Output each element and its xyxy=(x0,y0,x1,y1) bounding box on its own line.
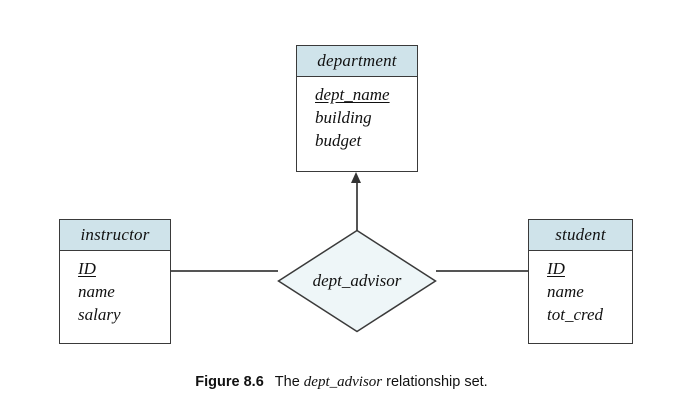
entity-box-instructor[interactable]: instructor ID name salary xyxy=(59,219,171,344)
entity-box-student[interactable]: student ID name tot_cred xyxy=(528,219,633,344)
attribute-instructor-name: name xyxy=(78,281,115,301)
connector-instructor-to-relationship xyxy=(171,270,278,272)
caption-italic-term: dept_advisor xyxy=(303,374,383,390)
entity-title-student: student xyxy=(529,220,632,251)
diamond-shape-icon xyxy=(277,229,437,333)
entity-attributes-instructor: ID name salary xyxy=(60,251,170,332)
figure-caption: Figure 8.6 The dept_advisor relationship … xyxy=(0,374,683,391)
entity-attributes-department: dept_name building budget xyxy=(297,77,417,158)
entity-title-instructor: instructor xyxy=(60,220,170,251)
caption-text-after: relationship set. xyxy=(382,374,488,390)
attribute-building: building xyxy=(315,107,372,127)
connector-student-to-relationship xyxy=(436,270,529,272)
connector-relationship-to-department xyxy=(356,177,358,233)
caption-text-before: The xyxy=(274,374,304,390)
attribute-student-id: ID xyxy=(547,259,565,278)
relationship-diamond-dept-advisor[interactable]: dept_advisor xyxy=(277,229,437,333)
attribute-salary: salary xyxy=(78,304,121,324)
attribute-dept-name: dept_name xyxy=(315,85,390,104)
attribute-student-name: name xyxy=(547,281,584,301)
attribute-budget: budget xyxy=(315,130,362,150)
entity-attributes-student: ID name tot_cred xyxy=(529,251,632,332)
entity-box-department[interactable]: department dept_name building budget xyxy=(296,45,418,172)
relationship-label: dept_advisor xyxy=(312,271,402,290)
arrowhead-icon xyxy=(351,172,361,183)
figure-number: Figure 8.6 xyxy=(195,374,264,390)
attribute-instructor-id: ID xyxy=(78,259,96,278)
entity-title-department: department xyxy=(297,46,417,77)
attribute-tot-cred: tot_cred xyxy=(547,304,604,324)
